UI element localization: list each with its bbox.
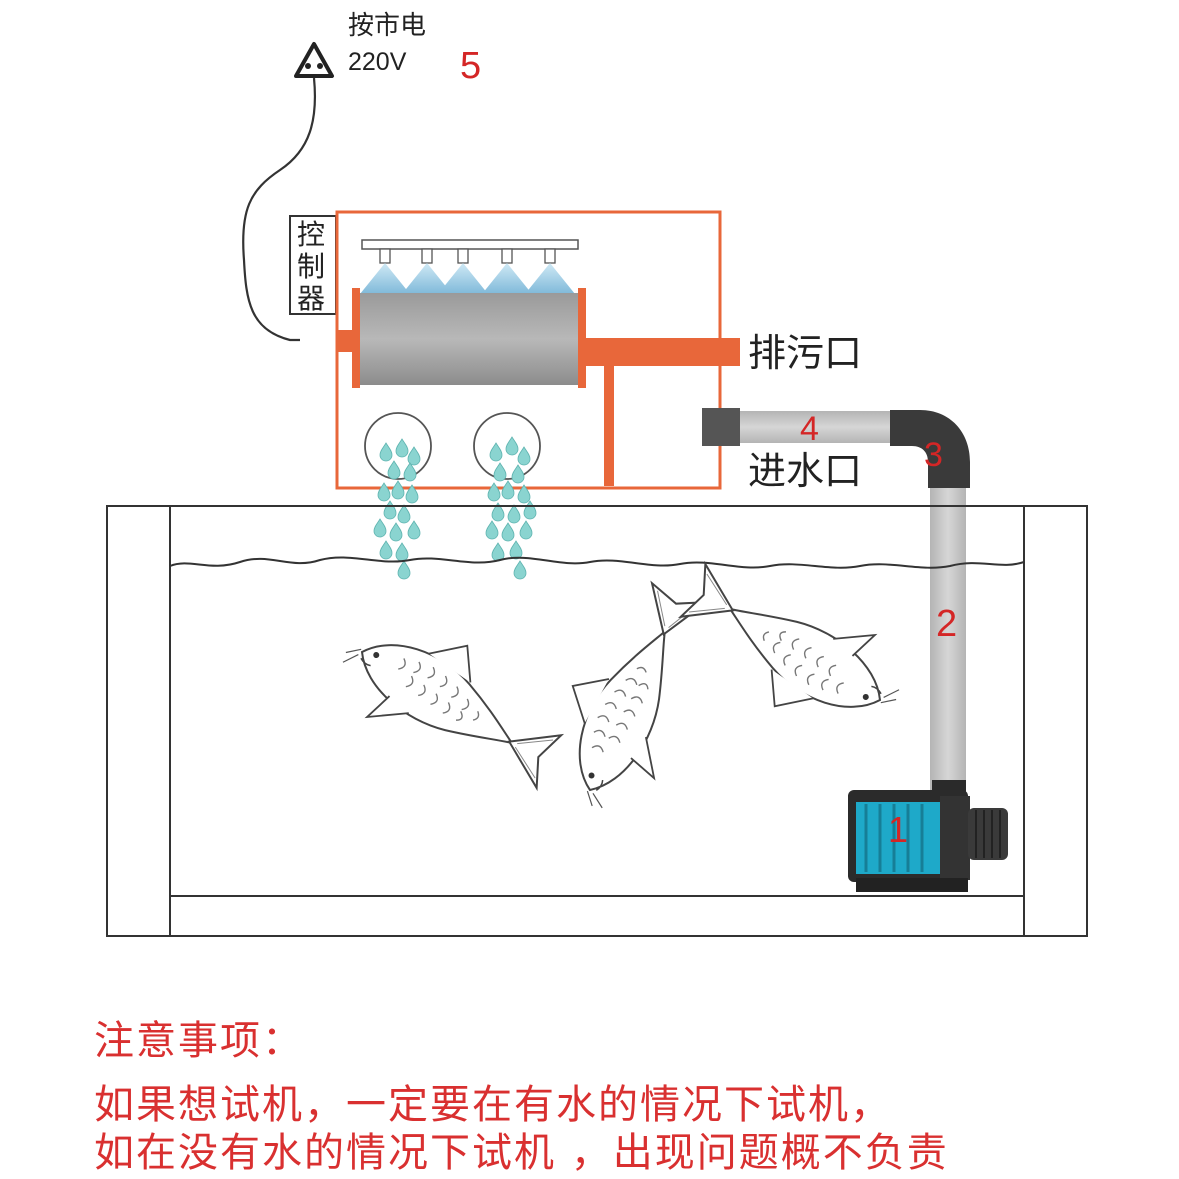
water-pump (848, 780, 1008, 892)
part-number-4: 4 (800, 410, 819, 448)
controller-label-char-3: 器 (297, 282, 325, 315)
part-number-1: 1 (888, 809, 908, 850)
aquarium-tank (106, 505, 1088, 937)
inlet-horizontal-pipe (740, 411, 892, 443)
notice-heading: 注意事项： (94, 1018, 304, 1064)
power-plug-icon (294, 42, 334, 78)
koi-fish-right (660, 548, 920, 757)
drum-filter-left-cap (352, 288, 360, 388)
voltage-label: 220V (348, 48, 407, 76)
spray-nozzles (379, 248, 556, 264)
vertical-pipe (930, 488, 966, 790)
water-surface (169, 556, 1025, 569)
drain-vertical-pipe (604, 366, 614, 486)
drum-filter-right-cap (578, 288, 586, 388)
controller-label-char-2: 制 (297, 250, 325, 283)
part-number-5: 5 (460, 45, 481, 87)
drain-outlet-label: 排污口 (748, 331, 862, 375)
inlet-pipe-connector (702, 408, 740, 446)
notice-line-2: 如在没有水的情况下试机 ，出现问题概不负责 (94, 1130, 949, 1176)
notice-line-1: 如果想试机，一定要在有水的情况下试机， (94, 1082, 892, 1128)
power-cable (242, 77, 317, 342)
part-number-2: 2 (936, 603, 957, 645)
koi-fish-left (322, 595, 582, 804)
spray-bar (361, 239, 579, 250)
pipe-elbow (890, 410, 970, 488)
drain-outlet-pipe (586, 338, 740, 366)
controller-label-char-1: 控 (297, 218, 325, 251)
water-inlet-label: 进水口 (748, 449, 862, 493)
water-spray-cones (360, 263, 575, 294)
drum-filter (360, 293, 578, 385)
part-number-3: 3 (924, 436, 943, 474)
power-source-label: 按市电 (348, 11, 426, 41)
